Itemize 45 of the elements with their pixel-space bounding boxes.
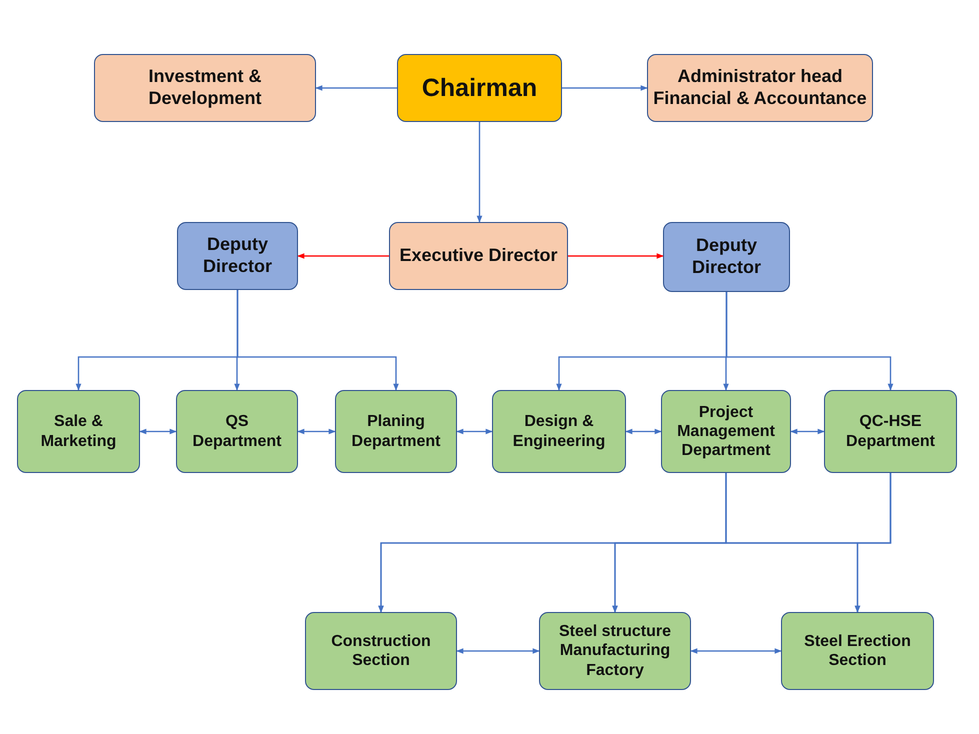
box-label: Deputy Director bbox=[202, 234, 274, 278]
connector-arrow bbox=[456, 428, 493, 434]
box-label: Planing Department bbox=[350, 412, 442, 451]
org-box bbox=[94, 54, 316, 122]
org-box bbox=[305, 612, 457, 690]
box-label: Executive Director bbox=[399, 245, 558, 267]
box-label: Project Management Department bbox=[676, 402, 776, 460]
org-box bbox=[397, 54, 562, 122]
org-box bbox=[335, 390, 457, 473]
box-label: Chairman bbox=[422, 73, 538, 103]
connector-arrow bbox=[476, 122, 482, 223]
org-box bbox=[824, 390, 957, 473]
org-box bbox=[539, 612, 691, 690]
connector-arrow bbox=[297, 253, 389, 259]
org-box bbox=[389, 222, 568, 290]
org-box bbox=[663, 222, 790, 292]
org-box bbox=[17, 390, 140, 473]
connector-arrow bbox=[854, 473, 892, 613]
connector-arrow bbox=[139, 428, 177, 434]
box-label: QS Department bbox=[192, 412, 282, 451]
org-box bbox=[661, 390, 791, 473]
box-label: Deputy Director bbox=[690, 235, 762, 279]
connector-arrow bbox=[315, 85, 397, 91]
box-label: Investment & Development bbox=[147, 66, 263, 110]
connector-arrow bbox=[236, 290, 399, 391]
connector-arrow bbox=[690, 648, 782, 654]
box-label: Steel structure Manufacturing Factory bbox=[558, 622, 672, 680]
connector-arrow bbox=[562, 85, 648, 91]
box-label: Construction Section bbox=[330, 632, 432, 670]
org-box bbox=[781, 612, 934, 690]
connector-arrow bbox=[790, 428, 825, 434]
connector-arrow bbox=[625, 428, 662, 434]
box-label: Steel Erection Section bbox=[803, 632, 912, 670]
box-label: QC-HSE Department bbox=[845, 412, 936, 451]
connector-arrow bbox=[568, 253, 664, 259]
org-box bbox=[647, 54, 873, 122]
org-box bbox=[176, 390, 298, 473]
connector-arrow bbox=[456, 648, 540, 654]
org-box bbox=[492, 390, 626, 473]
org-box bbox=[177, 222, 298, 290]
connector-arrow bbox=[297, 428, 336, 434]
connector-arrow bbox=[726, 292, 894, 391]
box-label: Sale & Marketing bbox=[40, 412, 118, 451]
box-label: Administrator head Financial & Accountance bbox=[652, 66, 868, 110]
box-label: Design & Engineering bbox=[512, 412, 606, 451]
